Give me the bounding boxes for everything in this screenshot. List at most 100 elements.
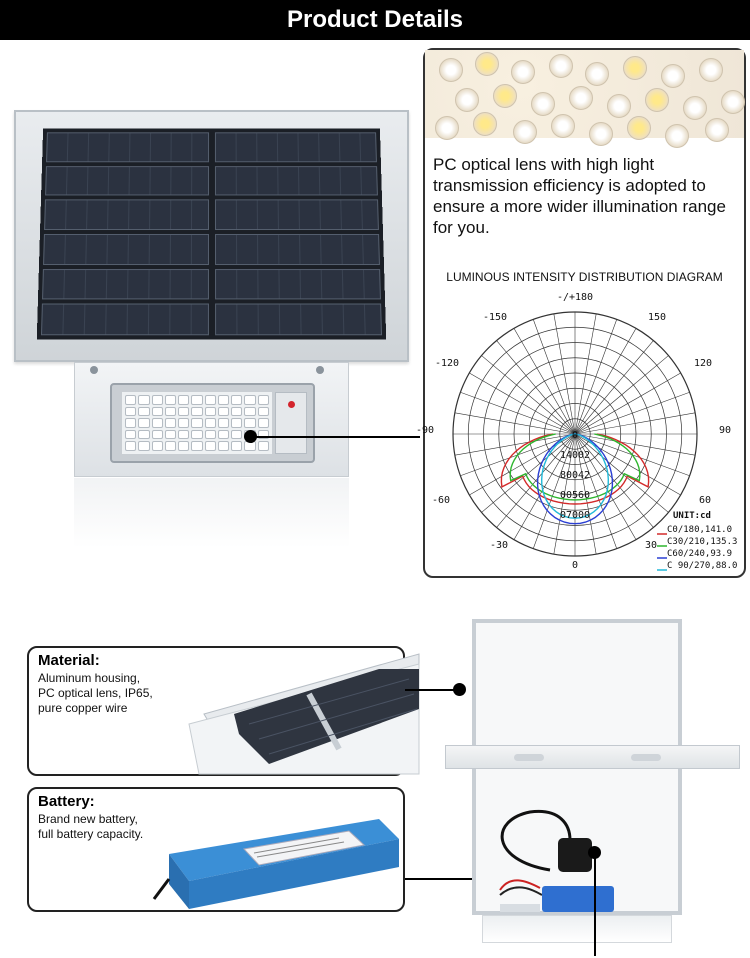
polar-spoke (481, 433, 576, 513)
polar-angle-label: 30 (645, 540, 657, 551)
legend-entry: C30/210,135.3 (667, 537, 737, 547)
led-chip (204, 418, 216, 428)
led-chip (178, 395, 190, 405)
led-chip (164, 395, 177, 405)
solar-cells (36, 128, 387, 340)
screw-icon (316, 366, 324, 374)
led-chip (191, 406, 203, 417)
material-line: PC optical lens, IP65, (38, 686, 153, 700)
lens-element (531, 92, 555, 116)
lens-element (705, 118, 729, 142)
material-title: Material: (38, 652, 100, 669)
led-chip (178, 418, 190, 428)
led-chip (231, 429, 243, 440)
led-chip (204, 406, 216, 417)
led-chip (138, 418, 150, 428)
solar-panel-image (14, 110, 409, 362)
polar-spoke (574, 412, 696, 435)
polar-angle-label: 0 (572, 560, 578, 571)
led-chip (217, 441, 230, 451)
polar-spoke (553, 313, 576, 435)
polar-spoke (481, 355, 576, 435)
led-chip (164, 429, 177, 440)
polar-angle-label: 150 (648, 312, 666, 323)
polar-spoke (454, 433, 576, 456)
legend-entry: C0/180,141.0 (667, 525, 732, 535)
led-chip (244, 418, 256, 428)
polar-radial-label: 14002 (560, 450, 590, 461)
material-text: Aluminum housing, PC optical lens, IP65,… (38, 671, 153, 716)
lens-element (661, 64, 685, 88)
polar-spoke (496, 340, 576, 435)
optical-lens-photo (425, 50, 745, 148)
polar-angle-label: -150 (483, 312, 507, 323)
led-chip (244, 395, 256, 405)
led-chip (257, 418, 269, 428)
led-chip (204, 429, 216, 440)
lens-element (721, 90, 745, 114)
lens-element (549, 54, 573, 78)
polar-radial-label: 07000 (560, 510, 590, 521)
battery-line: full battery capacity. (38, 827, 144, 841)
polar-series-curve (500, 433, 650, 505)
polar-angle-label: 120 (694, 358, 712, 369)
battery-callout: Battery: Brand new battery, full battery… (27, 787, 405, 912)
polar-spoke (553, 433, 576, 555)
led-chip (217, 395, 230, 405)
polar-angle-label: -30 (490, 540, 508, 551)
polar-angle-label: 60 (699, 495, 711, 506)
polar-spoke (574, 433, 618, 549)
legend-entry: C 90/270,88.0 (667, 561, 737, 571)
led-chip (257, 429, 269, 440)
polar-spoke (574, 433, 669, 513)
polar-spoke (460, 391, 576, 435)
battery-pack-image (152, 819, 399, 909)
polar-angle-label: -120 (435, 358, 459, 369)
material-callout: Material: Aluminum housing, PC optical l… (27, 646, 420, 776)
led-chip (138, 429, 150, 440)
polar-spoke (454, 412, 576, 435)
led-chip (191, 429, 203, 440)
callout-dot-icon (453, 683, 466, 696)
mounting-bracket (445, 745, 740, 769)
light-sensor (275, 392, 307, 454)
polar-series-curve (540, 433, 610, 519)
polar-angle-label: -90 (416, 425, 434, 436)
led-chip (164, 418, 177, 428)
lens-element (627, 116, 651, 140)
battery-wiring-image (499, 809, 614, 912)
polar-radial-label: 80042 (560, 470, 590, 481)
polar-spoke (469, 372, 576, 435)
led-chip (217, 418, 230, 428)
lens-element (607, 94, 631, 118)
polar-radial-label: 00560 (560, 490, 590, 501)
lens-element (699, 58, 723, 82)
led-chip (125, 395, 137, 405)
material-line: pure copper wire (38, 701, 128, 715)
led-chip (257, 395, 269, 405)
led-chip (151, 441, 163, 451)
led-chip (125, 429, 137, 440)
led-module-image (110, 383, 315, 463)
led-chip (257, 406, 269, 417)
diagram-title: LUMINOUS INTENSITY DISTRIBUTION DIAGRAM (446, 270, 723, 284)
polar-spoke (574, 372, 681, 435)
lens-info-card: PC optical lens with high light transmis… (416, 48, 746, 578)
polar-radial-label: 0 (572, 430, 578, 441)
led-chip (138, 395, 150, 405)
led-chip (178, 441, 190, 451)
polar-spoke (532, 319, 576, 435)
polar-spoke (532, 433, 576, 549)
lens-element (585, 62, 609, 86)
lamp-reflection (74, 478, 349, 548)
polar-spoke (496, 433, 576, 528)
polar-spoke (574, 391, 690, 435)
material-line: Aluminum housing, (38, 671, 141, 685)
polar-spoke (513, 433, 576, 540)
sensor-indicator-icon (288, 401, 295, 408)
polar-spoke (574, 340, 654, 435)
lens-element (475, 52, 499, 76)
polar-spoke (574, 433, 597, 555)
led-chip (164, 441, 177, 451)
led-chip (178, 429, 190, 440)
